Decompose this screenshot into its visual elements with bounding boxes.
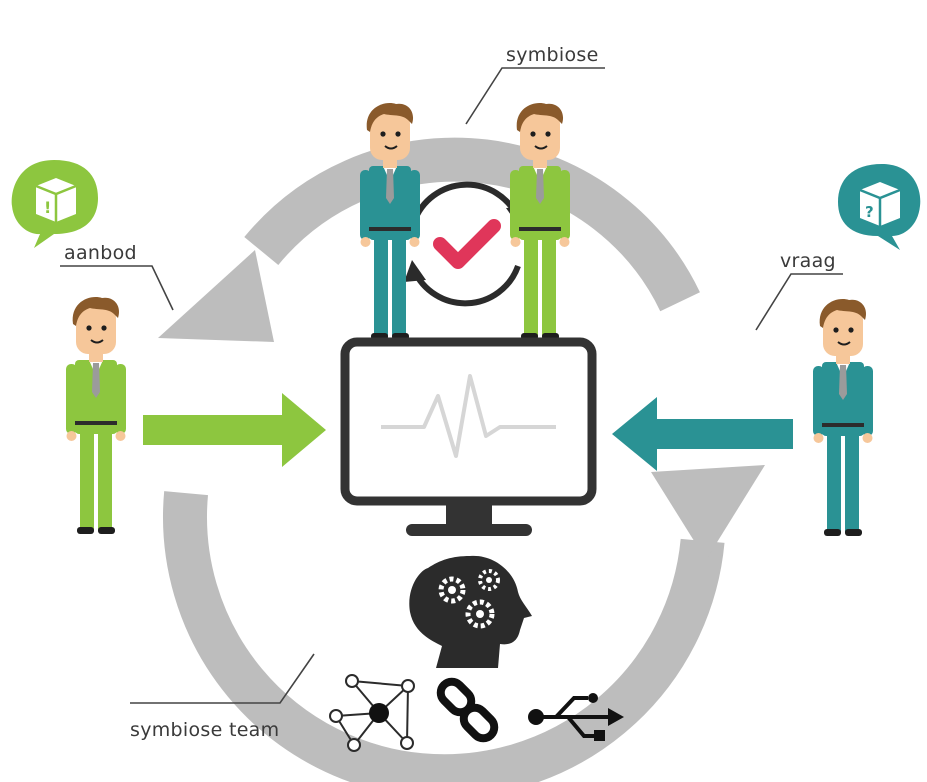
- label-aanbod: aanbod: [64, 242, 137, 264]
- cycle-arrowhead-right: [651, 465, 765, 560]
- checkmark-icon: [433, 219, 501, 269]
- person-demand: [812, 298, 874, 537]
- exchange-arrowhead-2: [404, 260, 426, 282]
- monitor-icon: [340, 337, 597, 536]
- network-icon: [329, 674, 415, 752]
- cycle-arrowhead-left: [158, 250, 274, 342]
- label-vraag: vraag: [780, 250, 836, 272]
- offer-bubble-icon: !: [11, 160, 98, 248]
- demand-bubble-mark: ?: [865, 203, 874, 221]
- offer-bubble-mark: !: [44, 198, 51, 217]
- person-green-top: [509, 102, 571, 342]
- offer-arrow: [143, 393, 326, 467]
- label-symbiose: symbiose: [506, 44, 599, 66]
- exchange-cycle-icon: [411, 181, 521, 307]
- demand-arrow: [612, 397, 793, 471]
- cycle-arrows: [163, 137, 725, 782]
- chain-link-icon: [436, 677, 499, 743]
- leader-lines: [60, 67, 843, 704]
- usb-icon: [528, 693, 624, 741]
- head-gears-icon: [409, 555, 532, 668]
- label-symbiose-team: symbiose team: [130, 719, 280, 741]
- person-offer: [65, 296, 127, 535]
- demand-bubble-icon: ?: [838, 164, 921, 250]
- person-teal-top: [359, 102, 421, 342]
